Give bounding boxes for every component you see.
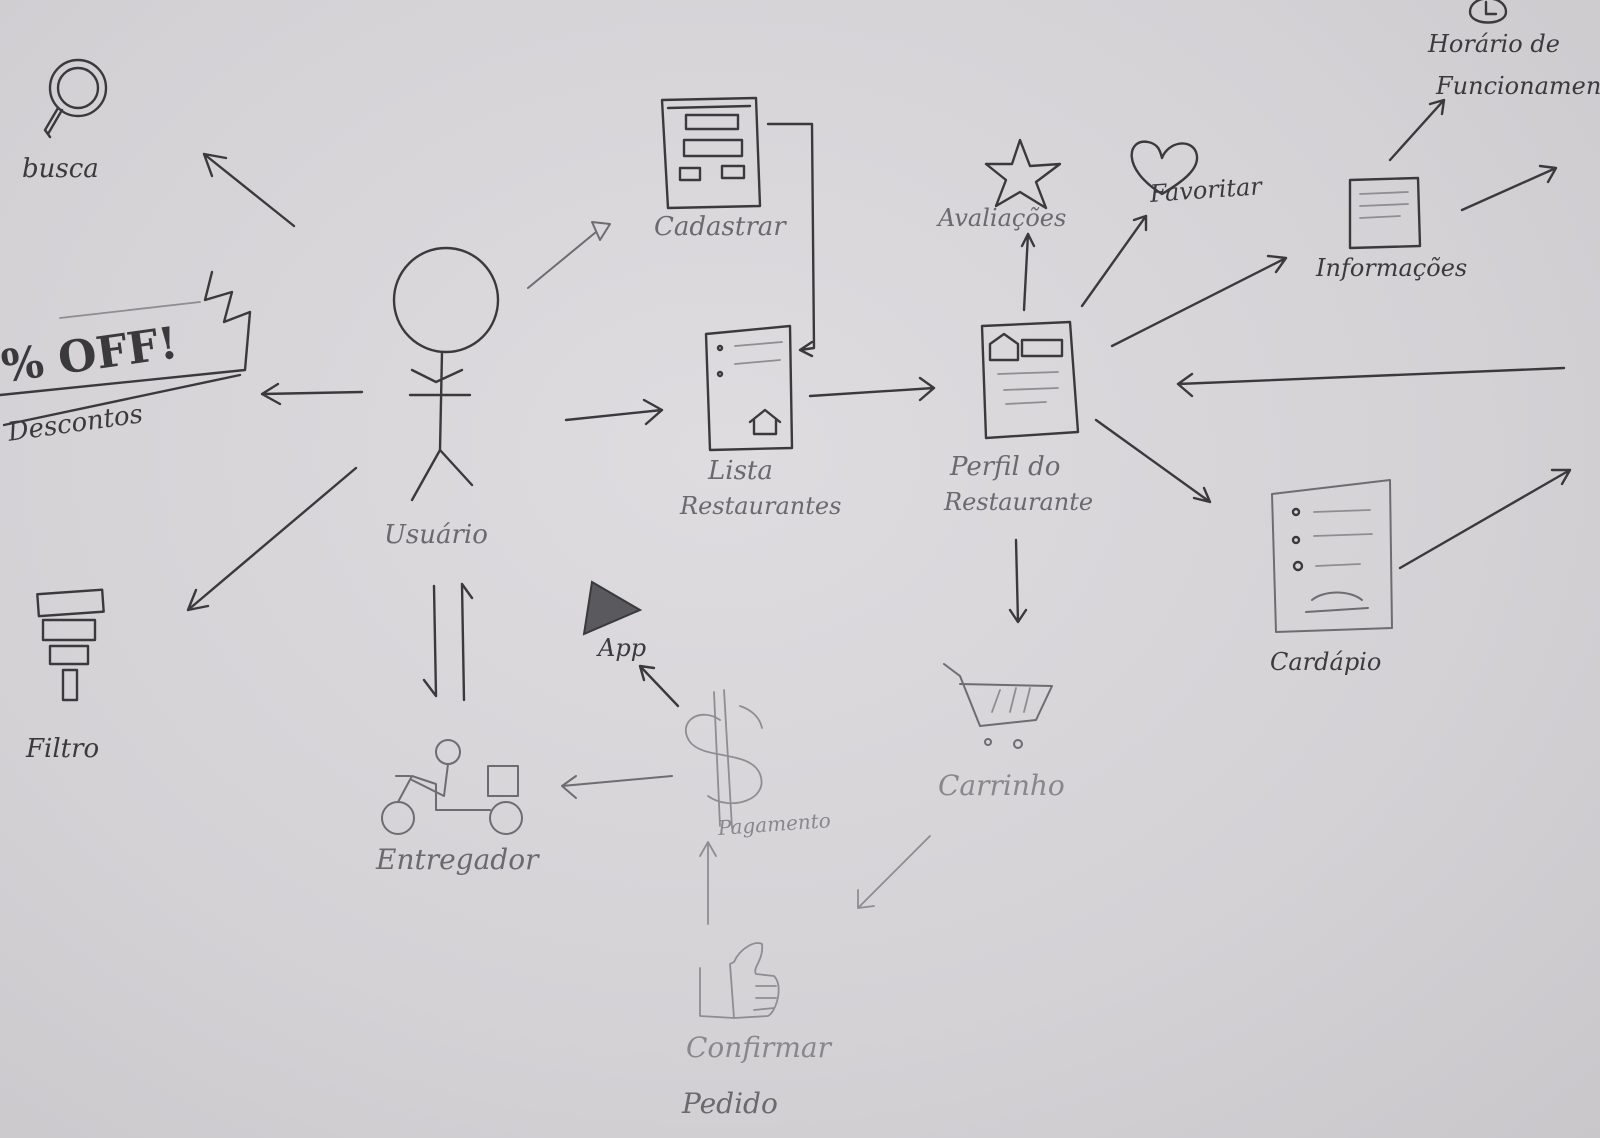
form-icon (660, 96, 762, 210)
list-screen-icon (704, 324, 794, 452)
arrow-informacoes-right (1460, 164, 1558, 212)
delivery-scooter-icon (381, 739, 523, 835)
label-informacoes: Informações (1316, 254, 1468, 282)
label-usuario: Usuário (384, 520, 488, 550)
arrow-lista-perfil (808, 376, 936, 402)
label-horario-line1: Horário de (1428, 30, 1560, 58)
label-filtro: Filtro (26, 734, 100, 764)
arrow-cadastrar-lista (766, 122, 816, 358)
label-favoritar: Favoritar (1149, 172, 1263, 208)
arrow-perfil-avaliacoes (1020, 232, 1036, 312)
discount-banner-icon (0, 270, 252, 427)
arrow-back-to-perfil (1176, 366, 1566, 398)
label-cardapio: Cardápio (1270, 648, 1382, 676)
label-carrinho: Carrinho (938, 769, 1065, 802)
arrow-entregador-usuario-up (460, 582, 474, 702)
dollar-icon (684, 689, 763, 829)
arrow-perfil-informacoes (1110, 254, 1288, 348)
heart-icon (1130, 140, 1199, 196)
label-confirmar-line1: Confirmar (686, 1031, 832, 1064)
document-icon (1348, 176, 1422, 250)
arrow-usuario-filtro (186, 466, 358, 612)
label-avaliacoes: Avaliações (938, 204, 1067, 232)
label-lista-line1: Lista (708, 456, 773, 486)
label-cadastrar: Cadastrar (654, 212, 786, 242)
arrow-cardapio-right (1398, 468, 1572, 570)
label-busca: busca (22, 154, 99, 184)
arrow-perfil-cardapio (1094, 418, 1212, 504)
arrow-carrinho-confirmar (857, 835, 931, 909)
app-triangle-icon (582, 580, 643, 636)
arrow-usuario-busca (202, 152, 296, 228)
arrow-usuario-lista (564, 398, 664, 426)
menu-icon (1271, 479, 1393, 633)
filter-icon (36, 588, 105, 702)
label-confirmar-line2: Pedido (682, 1087, 778, 1120)
profile-screen-icon (980, 320, 1080, 440)
arrow-pagamento-app (638, 664, 680, 708)
arrow-pagamento-entregador (561, 775, 673, 799)
label-perfil-line2: Restaurante (944, 488, 1094, 516)
label-entregador: Entregador (376, 843, 539, 876)
label-perfil-line1: Perfil do (950, 452, 1061, 482)
clock-icon (1468, 0, 1508, 24)
arrow-usuario-cadastrar (527, 221, 611, 289)
arrow-confirmar-pagamento (699, 841, 717, 925)
thumbs-up-icon (699, 942, 780, 1019)
magnifier-icon (43, 58, 108, 139)
label-lista-line2: Restaurantes (680, 492, 842, 520)
label-app: App (598, 634, 647, 662)
arrow-informacoes-horario (1388, 98, 1446, 162)
stick-figure-icon (392, 246, 500, 502)
cart-icon (943, 663, 1053, 749)
star-icon (984, 138, 1062, 210)
arrow-usuario-descontos (260, 382, 364, 406)
arrow-perfil-favoritar (1080, 214, 1148, 308)
arrow-usuario-entregador-down (422, 584, 438, 698)
label-horario-line2: Funcionamento (1436, 72, 1600, 100)
arrow-perfil-carrinho (1008, 538, 1028, 624)
